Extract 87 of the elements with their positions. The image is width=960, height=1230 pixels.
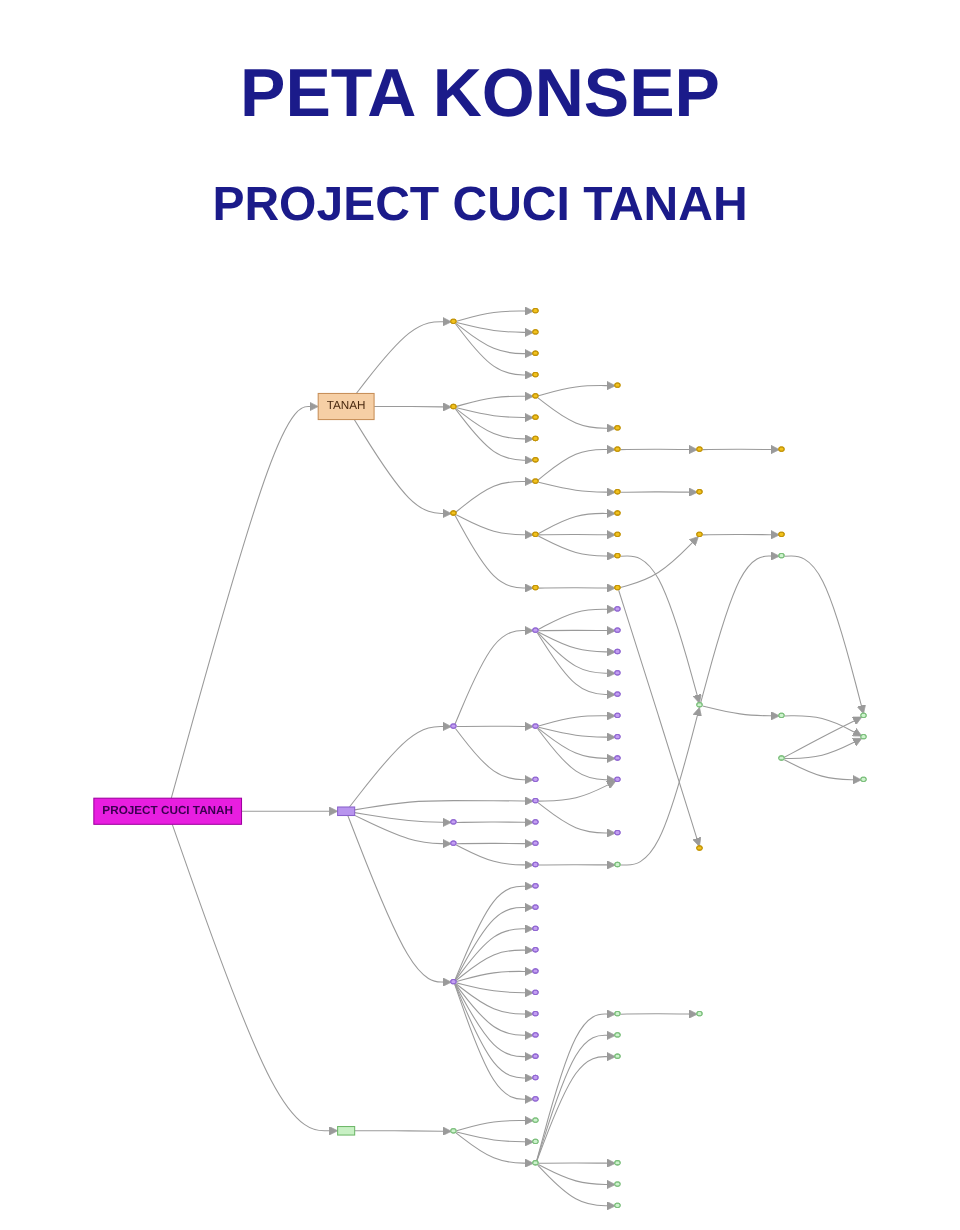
arrow xyxy=(538,530,616,540)
arrow xyxy=(538,711,616,727)
arrow xyxy=(454,902,534,981)
arrow xyxy=(455,945,534,982)
arrow xyxy=(620,444,698,455)
arrow xyxy=(454,515,534,593)
arrow xyxy=(456,721,534,732)
arrow xyxy=(456,838,534,849)
arrow xyxy=(536,727,616,785)
arrow xyxy=(783,716,863,758)
arrow xyxy=(456,407,534,423)
arrow xyxy=(702,444,780,455)
arrow xyxy=(537,1164,616,1211)
arrow xyxy=(620,707,702,866)
arrow xyxy=(783,759,862,785)
arrow xyxy=(354,1126,452,1136)
arrow xyxy=(538,726,616,742)
arrow xyxy=(538,583,616,593)
arrow xyxy=(537,604,616,631)
arrow xyxy=(353,419,452,519)
arrow xyxy=(784,555,866,715)
arrow xyxy=(454,881,534,981)
arrow xyxy=(373,402,452,412)
arrow xyxy=(456,817,534,827)
arrow xyxy=(538,380,616,397)
arrow xyxy=(702,530,780,540)
arrow xyxy=(456,306,534,322)
arrow xyxy=(537,631,616,657)
arrow xyxy=(355,317,452,394)
arrow xyxy=(354,814,452,849)
arrow xyxy=(456,391,534,407)
arrow xyxy=(454,625,534,725)
arrow xyxy=(620,536,699,588)
arrow xyxy=(454,983,534,1083)
arrow xyxy=(170,401,319,799)
arrow xyxy=(455,476,534,513)
diagram-title: PETA KONSEP xyxy=(240,56,720,134)
arrow xyxy=(537,727,616,764)
arrow xyxy=(171,823,339,1136)
arrow xyxy=(700,551,780,704)
arrow xyxy=(538,860,616,870)
arrow xyxy=(620,1009,698,1019)
arrow xyxy=(536,1051,616,1162)
arrow xyxy=(537,397,616,433)
arrow xyxy=(784,715,863,737)
arrow xyxy=(537,802,616,838)
arrow xyxy=(537,631,616,678)
arrow xyxy=(538,625,616,636)
arrow xyxy=(455,514,534,540)
arrow xyxy=(454,983,534,1062)
arrow xyxy=(454,727,534,785)
arrow xyxy=(456,966,534,983)
arrow xyxy=(620,487,698,497)
arrow xyxy=(537,444,616,481)
arrow xyxy=(784,738,863,760)
arrow xyxy=(454,983,534,1041)
arrow xyxy=(620,555,702,704)
arrow xyxy=(702,705,780,721)
arrow xyxy=(456,1131,534,1147)
arrow xyxy=(354,812,452,827)
arrow xyxy=(455,983,534,1019)
arrow xyxy=(538,780,617,802)
arrow xyxy=(455,408,534,444)
arrow xyxy=(348,721,452,808)
arrow xyxy=(454,983,534,1104)
arrow xyxy=(455,1132,534,1168)
arrow xyxy=(454,924,534,981)
arrow xyxy=(456,321,534,338)
arrow xyxy=(537,1163,616,1190)
arrow xyxy=(538,481,616,497)
diagram-subtitle: PROJECT CUCI TANAH xyxy=(212,178,748,234)
arrow xyxy=(240,806,339,816)
arrow xyxy=(455,844,534,870)
arrow xyxy=(347,815,452,987)
arrow xyxy=(537,508,616,535)
arrow xyxy=(618,589,702,847)
arrow xyxy=(455,322,534,359)
arrow xyxy=(456,982,534,998)
arrow xyxy=(456,1115,534,1132)
arrow xyxy=(538,1158,616,1168)
arrow xyxy=(454,408,534,465)
node-box xyxy=(337,806,356,817)
arrow xyxy=(354,796,534,811)
arrow xyxy=(537,535,616,561)
arrow xyxy=(536,632,616,700)
arrow xyxy=(454,323,534,380)
node-box xyxy=(337,1126,356,1136)
